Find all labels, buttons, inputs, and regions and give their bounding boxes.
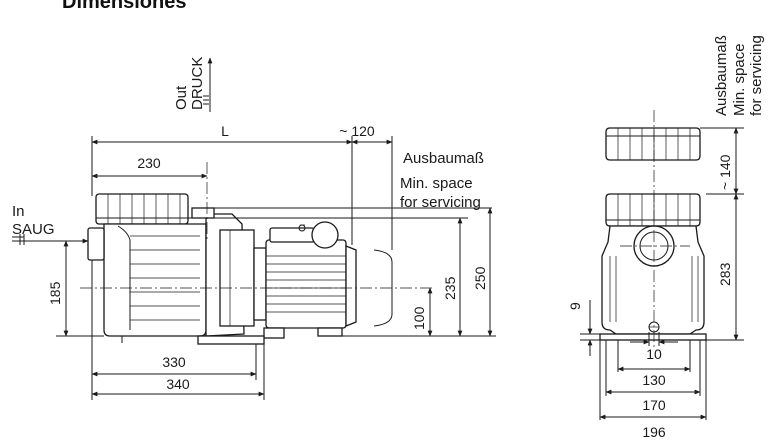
suction-nozzle: [87, 227, 105, 261]
dim-total-height: 250: [440, 207, 496, 337]
front-view: Ausbaumaß Min. space for servicing: [567, 35, 765, 440]
side-view: Out DRUCK In SAUG Ausbaumaß Min. space f…: [12, 57, 496, 400]
servicing-label-en-2: for servicing: [400, 194, 481, 211]
inlet-label-de: SAUG: [12, 221, 55, 238]
dim-foot-spacing-label: 330: [162, 354, 186, 370]
dim-motor-axis-label: 100: [411, 306, 427, 330]
dim-front-bolt: 10: [630, 332, 678, 362]
dim-front-width-label: 196: [642, 424, 666, 440]
servicing-label-en-1: Min. space: [400, 175, 473, 192]
outlet-marker: Out DRUCK: [173, 57, 213, 112]
dim-front-width: 196: [599, 340, 707, 440]
dim-front-clearance-label: ~ 140: [717, 154, 733, 190]
front-lid: [605, 193, 701, 227]
dim-front-height-label: 283: [717, 262, 733, 286]
dim-front-base-inner-label: 130: [642, 372, 666, 388]
dim-front-base-mid: 170: [605, 340, 701, 413]
dim-head-offset-label: 230: [137, 155, 161, 171]
dim-front-bolt-label: 10: [646, 346, 662, 362]
dim-total-height-label: 250: [472, 266, 488, 290]
dim-clearance-label: ~ 120: [339, 123, 375, 139]
dim-front-base-inner: 130: [617, 340, 691, 388]
dim-length: L: [91, 123, 353, 245]
outlet-label-en: Out: [173, 85, 190, 110]
outlet-label-de: DRUCK: [189, 57, 206, 110]
dim-inlet-height-label: 185: [47, 281, 63, 305]
dim-front-height: 283: [704, 193, 744, 341]
dim-length-label: L: [221, 123, 229, 139]
front-lid-removed: [605, 127, 701, 161]
page-title: Dimensiones: [62, 0, 186, 13]
dim-total-length: 340: [91, 350, 265, 400]
dim-inlet-height: 185: [47, 240, 104, 337]
dim-outlet-height-label: 235: [442, 276, 458, 300]
dim-head-offset: 230: [91, 155, 208, 179]
front-servicing-label-en-2: for servicing: [748, 35, 765, 116]
dim-front-foot-label: 9: [567, 302, 583, 310]
inlet-marker: In SAUG: [12, 203, 89, 245]
front-servicing-label-de: Ausbaumaß: [713, 35, 730, 116]
dim-total-length-label: 340: [166, 376, 190, 392]
front-servicing-label-en-1: Min. space: [731, 43, 748, 116]
servicing-label-de: Ausbaumaß: [403, 150, 484, 167]
inlet-label-en: In: [12, 203, 25, 220]
dim-motor-axis: 100: [342, 287, 440, 337]
motor: [253, 221, 357, 339]
strainer-lid: [95, 193, 189, 225]
dim-outlet-height: 235: [188, 207, 492, 337]
dim-front-clearance: ~ 140: [700, 127, 744, 195]
dim-front-foot: 9: [567, 300, 600, 356]
base-foot: [197, 335, 265, 345]
dim-front-base-mid-label: 170: [642, 397, 666, 413]
pump-housing: [103, 223, 207, 337]
dim-clearance: ~ 120: [330, 123, 393, 250]
dim-foot-spacing: 330: [91, 260, 257, 400]
